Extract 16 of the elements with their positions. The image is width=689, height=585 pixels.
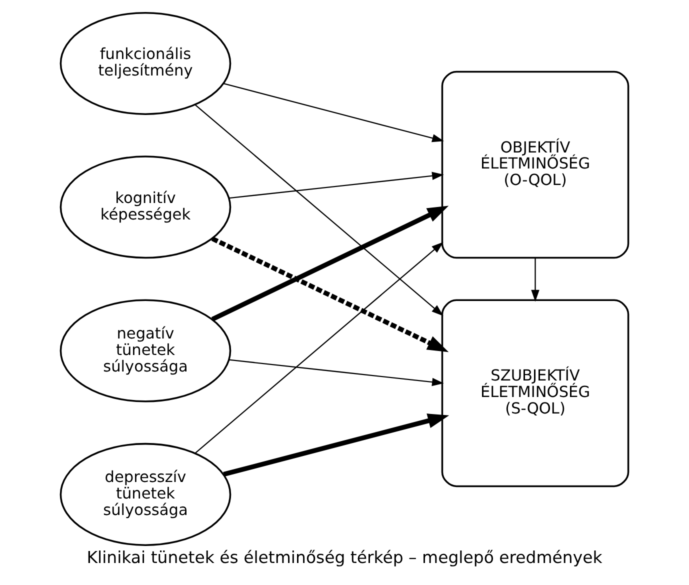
arrow <box>223 414 450 477</box>
arrow <box>229 359 444 386</box>
arrow <box>224 83 444 142</box>
caption: Klinikai tünetek és életminőség térkép – meglepő eredmények <box>86 548 602 567</box>
node-box: SZUBJEKTÍV ÉLETMINŐSÉG (S-QOL) <box>441 299 630 488</box>
arrow <box>211 236 449 352</box>
node-box: OBJEKTÍV ÉLETMINŐSÉG (O-QOL) <box>441 70 630 259</box>
node-ellipse: funkcionális teljesítmény <box>60 12 232 115</box>
arrow <box>531 258 540 302</box>
arrow <box>229 172 444 199</box>
node-ellipse: depresszív tünetek súlyossága <box>60 442 232 546</box>
node-ellipse: kognitív képességek <box>60 156 232 259</box>
node-ellipse: negatív tünetek súlyossága <box>60 299 232 402</box>
arrow <box>211 206 449 322</box>
arrow <box>194 104 444 316</box>
arrow <box>194 242 444 454</box>
